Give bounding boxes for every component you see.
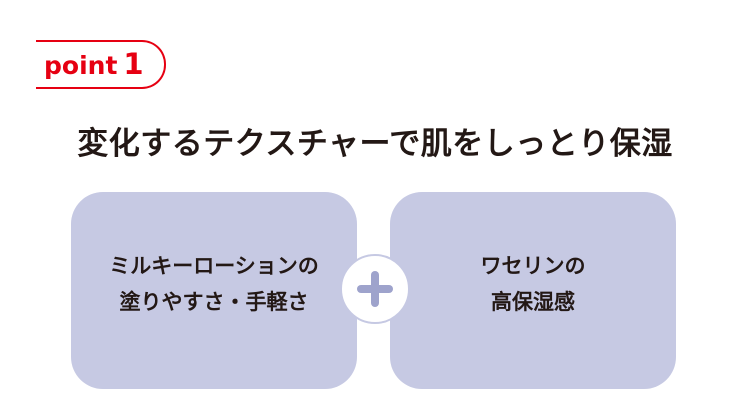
feature-card-line: 高保湿感	[491, 289, 575, 314]
feature-card-line: ミルキーローションの	[109, 253, 319, 278]
feature-card-line: ワセリンの	[480, 253, 586, 278]
feature-card-line: 塗りやすさ・手軽さ	[119, 289, 309, 314]
feature-card-vaseline: ワセリンの 高保湿感	[390, 192, 676, 389]
plus-vertical-bar	[371, 271, 379, 307]
feature-card-milky-lotion: ミルキーローションの 塗りやすさ・手軽さ	[71, 192, 357, 389]
point-badge-label: point	[44, 51, 118, 80]
section-title: 変化するテクスチャーで肌をしっとり保湿	[77, 126, 673, 162]
point-badge-frame	[36, 40, 166, 89]
plus-icon	[340, 254, 410, 324]
point-badge-number: 1	[123, 47, 144, 81]
